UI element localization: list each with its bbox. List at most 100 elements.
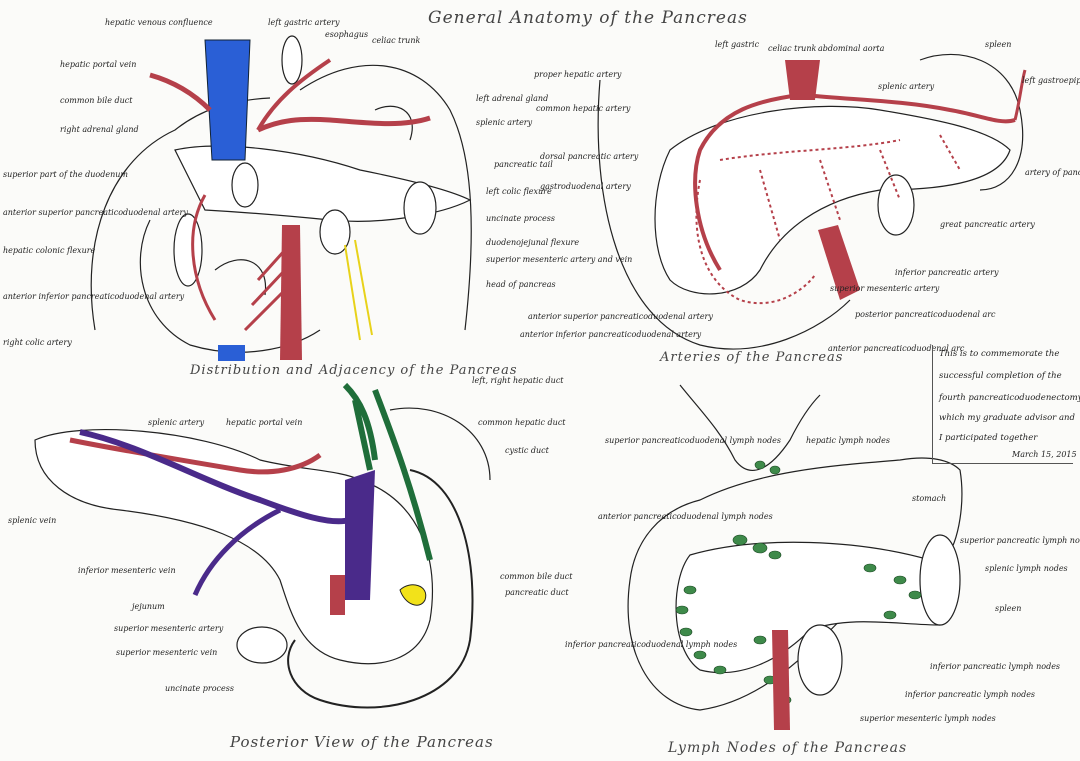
colon-section-left <box>173 213 203 287</box>
splenic-artery-p2 <box>804 93 1016 124</box>
hepatic-portal-vein-blue <box>204 39 251 161</box>
gallbladder-outline <box>389 407 491 481</box>
main-title: General Anatomy of the Pancreas <box>428 8 748 28</box>
label-great-pancreatic: great pancreatic artery <box>940 220 1035 229</box>
label-inf-panc-nodes-2: inferior pancreatic lymph nodes <box>905 690 1036 699</box>
label-dorsal-pancreatic: dorsal pancreatic artery <box>540 152 639 161</box>
label-ant-pd-nodes: anterior pancreaticoduodenal lymph nodes <box>598 512 773 521</box>
label-common-hepatic-duct: common hepatic duct <box>478 418 566 427</box>
duodenum-section <box>231 162 259 208</box>
jejunum-lymph <box>797 624 843 696</box>
note-line-1: This is to commemorate the <box>939 349 1060 359</box>
label-inf-pd-nodes: inferior pancreaticoduodenal lymph nodes <box>565 640 738 649</box>
note-date: March 15, 2015 <box>1012 450 1077 459</box>
commemorative-note: This is to commemorate the successful co… <box>932 345 1080 464</box>
spleen-lymph <box>919 534 961 626</box>
label-portal-vein: hepatic portal vein <box>60 60 137 69</box>
hepatic-portal-vein-p3 <box>345 470 375 600</box>
label-right-colic: right colic artery <box>3 338 72 347</box>
label-celiac: celiac trunk <box>372 36 421 45</box>
left-gastroepiploic <box>1013 69 1027 121</box>
label-left-colic-flexure: left colic flexure <box>486 187 552 196</box>
panel-arteries-vessels <box>693 60 1027 305</box>
label-left-adrenal: left adrenal gland <box>476 94 549 103</box>
jejunum-cut <box>236 626 288 664</box>
panel-title-distribution: Distribution and Adjacency of the Pancre… <box>190 363 518 378</box>
panel-title-posterior: Posterior View of the Pancreas <box>230 733 494 751</box>
pancreas-lymph-outline <box>675 541 950 674</box>
label-sma-p2: superior mesenteric artery <box>830 284 940 293</box>
splenic-artery-p3 <box>69 437 322 475</box>
label-celiac-p2: celiac trunk <box>768 44 817 53</box>
label-sma-smv: superior mesenteric artery and vein <box>486 255 633 264</box>
label-sup-pd-nodes: superior pancreaticoduodenal lymph nodes <box>605 436 781 445</box>
left-gastric-artery <box>256 58 332 131</box>
label-gastroduodenal: gastroduodenal artery <box>540 182 631 191</box>
label-right-adrenal: right adrenal gland <box>60 125 139 134</box>
label-lr-hepatic-duct: left, right hepatic duct <box>472 376 564 385</box>
label-spleen-p4: spleen <box>995 604 1022 613</box>
panel-posterior <box>34 407 491 709</box>
label-left-gastroepiploic: left gastroepiploic artery <box>1022 76 1080 85</box>
label-ant-sup-pd: anterior superior pancreaticoduodenal ar… <box>528 312 713 321</box>
panel-title-lymph: Lymph Nodes of the Pancreas <box>668 740 908 756</box>
label-duodenojejunal: duodenojejunal flexure <box>486 238 580 247</box>
pancreas-head-outline <box>214 259 267 296</box>
ivc-blue <box>218 345 245 361</box>
pancreaticoduodenal-arc <box>191 194 217 321</box>
label-ant-inf-pd: anterior inferior pancreaticoduodenal ar… <box>520 330 702 339</box>
spleen-outline <box>919 53 1024 191</box>
bile-duct-tree-lymph <box>679 384 821 471</box>
pancreatic-duct-ampulla <box>399 584 427 606</box>
ureter-yellow <box>344 239 373 341</box>
intrapancreatic-branches <box>719 134 961 241</box>
colon-section-right <box>403 181 437 235</box>
label-left-gastric: left gastric artery <box>268 18 340 27</box>
label-common-hepatic: common hepatic artery <box>536 104 631 113</box>
bile-ducts-green <box>342 382 433 561</box>
label-pancreatic-tail: pancreatic tail <box>494 160 553 169</box>
label-hepatic-venous: hepatic venous confluence <box>105 18 213 27</box>
label-caudal-pancreatic: artery of pancreatic tail <box>1025 168 1080 177</box>
label-posterior-arc: posterior pancreaticoduodenal arc <box>855 310 996 319</box>
note-line-4: which my graduate advisor and <box>939 413 1075 423</box>
label-sup-pancreaticoduodenal: anterior superior pancreaticoduodenal ar… <box>3 208 188 217</box>
inferior-mesenteric-vein <box>192 507 282 596</box>
pancreaticoduodenal-arcades <box>695 179 816 305</box>
label-cystic-duct: cystic duct <box>505 446 549 455</box>
superior-mesenteric-artery-p4 <box>772 630 790 730</box>
label-stomach: stomach <box>912 494 947 503</box>
label-left-gastric-p2: left gastric <box>715 40 760 49</box>
panel-title-arteries: Arteries of the Pancreas <box>660 350 844 365</box>
panel-distribution-vessels <box>149 39 431 361</box>
label-jejunum: jejunum <box>132 602 165 611</box>
label-hepatic-flexure: hepatic colonic flexure <box>3 246 96 255</box>
label-uncinate-p3: uncinate process <box>165 684 234 693</box>
label-inferior-pancreatic: inferior pancreatic artery <box>895 268 999 277</box>
splenic-vein <box>79 429 351 525</box>
label-proper-hepatic: proper hepatic artery <box>534 70 622 79</box>
pancreas-posterior-outline <box>34 429 434 665</box>
panel-posterior-vessels <box>69 382 433 615</box>
jejunum-section <box>319 209 351 255</box>
label-portal-vein-p3: hepatic portal vein <box>226 418 303 427</box>
label-splenic-vein: splenic vein <box>8 516 57 525</box>
label-common-bile-duct: common bile duct <box>60 96 133 105</box>
label-inf-pancreaticoduodenal: anterior inferior pancreaticoduodenal ar… <box>3 292 185 301</box>
label-hepatic-nodes: hepatic lymph nodes <box>806 436 890 445</box>
adrenal-gland <box>281 35 303 85</box>
panel-lymph <box>627 384 963 711</box>
abdominal-aorta <box>785 60 820 100</box>
label-sup-panc-nodes: superior pancreatic lymph nodes <box>960 536 1080 545</box>
label-sma-p3: superior mesenteric artery <box>114 624 224 633</box>
common-hepatic-artery <box>693 93 801 272</box>
superior-mesenteric-artery <box>280 225 302 360</box>
splenic-artery <box>256 115 431 133</box>
note-line-5: I participated together <box>939 433 1038 443</box>
jejunum-section-arteries <box>877 174 915 236</box>
superior-mesenteric-artery-p3 <box>330 575 345 615</box>
label-duodenum: superior part of the duodenum <box>3 170 128 179</box>
hepatic-artery <box>149 72 212 112</box>
